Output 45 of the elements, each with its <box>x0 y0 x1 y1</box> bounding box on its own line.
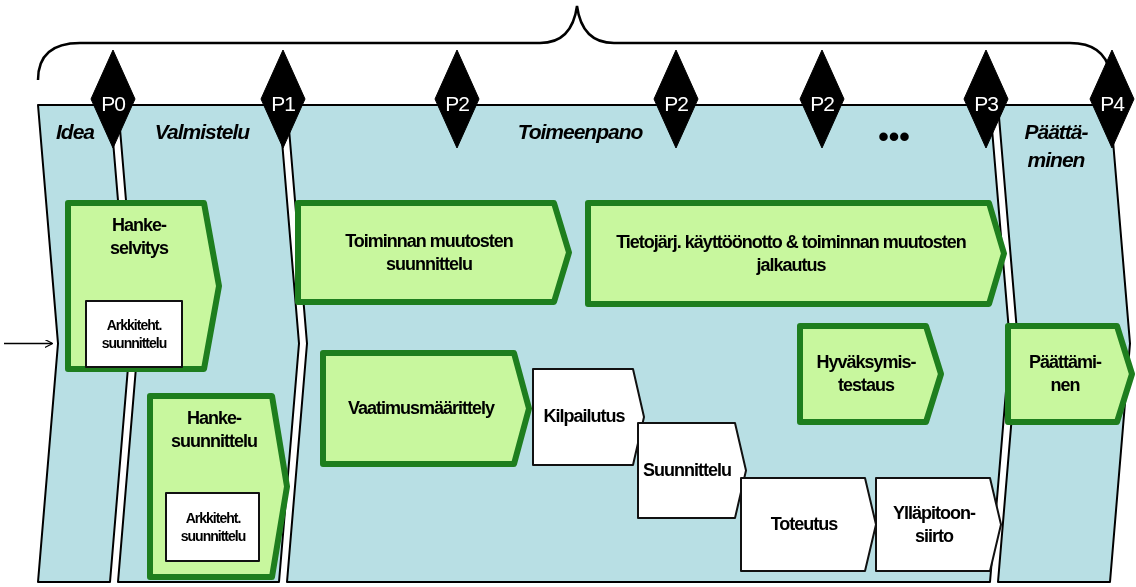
process-box <box>165 492 260 562</box>
process-step <box>740 477 877 572</box>
process-step <box>637 422 747 519</box>
milestone-label: P2 <box>444 91 470 117</box>
milestone-label: P4 <box>1099 91 1126 117</box>
step-label: Vaatimusmäärittely <box>346 396 496 420</box>
phase-title: Toimeenpano <box>516 119 644 145</box>
arrow <box>3 338 54 349</box>
phase-title: Päättä- minen <box>1023 119 1089 174</box>
process-step <box>295 200 572 305</box>
milestone-label: P3 <box>973 91 999 117</box>
milestone-diamond <box>800 50 844 148</box>
milestone-diamond <box>654 50 698 148</box>
step-label: Toiminnan muutosten suunnittelu <box>344 229 514 276</box>
step-label: Suunnittelu <box>642 458 732 482</box>
step-label: Arkkiteht. suunnittelu <box>179 508 247 546</box>
process-step <box>1005 323 1135 425</box>
step-label: Hyväksymis- testaus <box>815 350 917 397</box>
milestone-label: P1 <box>270 91 296 117</box>
milestone-diamond <box>1090 50 1134 148</box>
process-box <box>85 300 183 368</box>
process-step <box>320 350 532 467</box>
phase-title: Valmistelu <box>153 119 251 145</box>
process-step <box>875 477 1002 572</box>
step-label: Tietojärj. käyttöönotto & toiminnan muutosten jalkautus <box>615 230 967 277</box>
process-step <box>585 200 1007 307</box>
step-label: Ylläpitoon- siirto <box>892 501 977 548</box>
milestone-label: P2 <box>663 91 689 117</box>
process-step <box>797 323 944 425</box>
milestone-label: P2 <box>809 91 835 117</box>
step-label: Hanke- selvitys <box>108 214 170 261</box>
milestone-diamond <box>261 50 305 148</box>
process-step <box>147 393 290 580</box>
step-label: Hanke- suunnittelu <box>170 407 258 454</box>
phase-title: Idea <box>55 119 96 145</box>
step-label: Päättämi- nen <box>1028 350 1103 397</box>
step-label: Arkkiteht. suunnittelu <box>100 315 168 353</box>
milestone-label: P0 <box>100 91 126 117</box>
process-step <box>532 368 645 466</box>
process-step <box>65 200 222 372</box>
ellipsis-note: ••• <box>877 122 911 152</box>
milestone-diamond <box>435 50 479 148</box>
step-label: Toteutus <box>769 512 839 536</box>
step-label: Kilpailutus <box>542 405 626 429</box>
milestone-diamond <box>964 50 1008 148</box>
